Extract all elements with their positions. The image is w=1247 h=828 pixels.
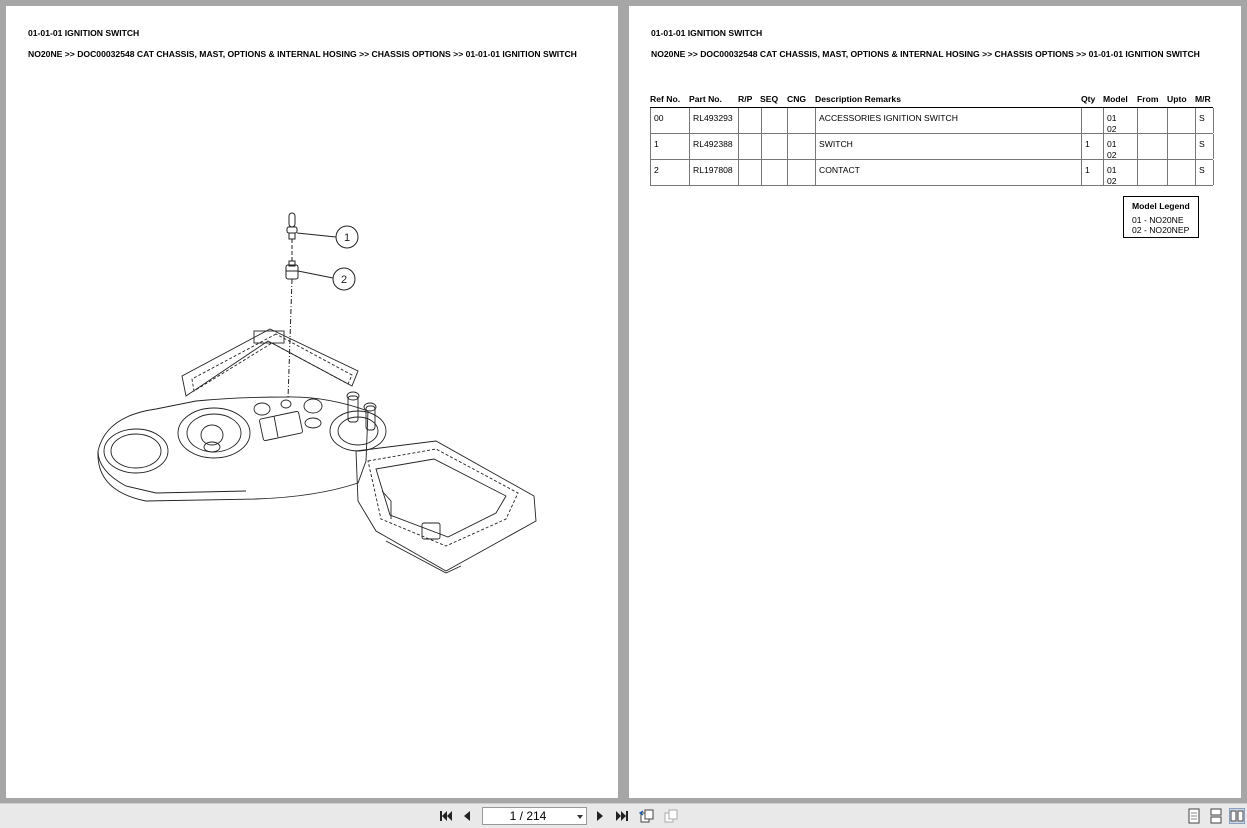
col-ref-no: Ref No. (650, 94, 681, 104)
cell-part: RL492388 (690, 134, 739, 159)
contact-part (285, 260, 299, 280)
forward-view-icon[interactable] (663, 808, 679, 824)
cell-rp (739, 160, 762, 185)
col-part-no: Part No. (689, 94, 722, 104)
back-view-icon[interactable] (639, 808, 655, 824)
cell-qty: 1 (1082, 134, 1104, 159)
callout-2: 2 (341, 274, 347, 286)
cell-mr: S (1196, 134, 1214, 159)
cell-part: RL197808 (690, 160, 739, 185)
col-mr: M/R (1195, 94, 1211, 104)
cell-from (1138, 108, 1168, 133)
left-page: 01-01-01 IGNITION SWITCH NO20NE >> DOC00… (6, 6, 618, 798)
col-qty: Qty (1081, 94, 1096, 104)
cell-ref: 1 (651, 134, 690, 159)
cell-mr: S (1196, 108, 1214, 133)
col-description: Description Remarks (815, 94, 901, 104)
page-number-select[interactable]: 1 / 214 (482, 807, 587, 825)
model-code: 02 (1107, 175, 1117, 186)
chevron-down-icon (577, 815, 583, 819)
col-from: From (1137, 94, 1159, 104)
single-page-icon[interactable] (1186, 808, 1202, 824)
cell-upto (1168, 134, 1196, 159)
col-rp: R/P (738, 94, 753, 104)
col-upto: Upto (1167, 94, 1187, 104)
last-page-icon[interactable] (614, 808, 630, 824)
model-code: 02 (1107, 149, 1117, 160)
cell-from (1138, 134, 1168, 159)
col-model: Model (1103, 94, 1128, 104)
viewer-toolbar: 1 / 214 (0, 803, 1247, 828)
cell-description: SWITCH (816, 134, 1082, 159)
cell-ref: 2 (651, 160, 690, 185)
cell-description: ACCESSORIES IGNITION SWITCH (816, 108, 1082, 133)
cell-upto (1168, 160, 1196, 185)
page-indicator: 1 / 214 (509, 809, 547, 823)
prev-page-icon[interactable] (459, 808, 475, 824)
cell-upto (1168, 108, 1196, 133)
exploded-diagram: 1 2 (97, 212, 537, 574)
cell-mr: S (1196, 160, 1214, 185)
parts-table: Ref No. Part No. R/P SEQ CNG Description… (650, 93, 1214, 186)
table-header: Ref No. Part No. R/P SEQ CNG Description… (650, 93, 1213, 108)
cell-description: CONTACT (816, 160, 1082, 185)
next-page-icon[interactable] (592, 808, 608, 824)
cell-rp (739, 134, 762, 159)
legend-item: 02 - NO20NEP (1132, 225, 1190, 235)
col-cng: CNG (787, 94, 807, 104)
col-seq: SEQ (760, 94, 779, 104)
legend-item: 01 - NO20NE (1132, 215, 1184, 225)
cell-from (1138, 160, 1168, 185)
table-row: 00 RL493293 ACCESSORIES IGNITION SWITCH … (650, 108, 1214, 134)
breadcrumb: NO20NE >> DOC00032548 CAT CHASSIS, MAST,… (28, 49, 577, 59)
console-body (97, 328, 537, 574)
callout-1: 1 (344, 232, 350, 244)
cell-cng (788, 108, 816, 133)
model-code: 01 (1107, 165, 1117, 175)
cell-seq (762, 134, 788, 159)
model-code: 02 (1107, 123, 1117, 134)
first-page-icon[interactable] (438, 808, 454, 824)
model-code: 01 (1107, 139, 1117, 149)
two-page-icon[interactable] (1229, 808, 1245, 824)
model-legend: Model Legend 01 - NO20NE 02 - NO20NEP (1123, 196, 1199, 238)
page-title: 01-01-01 IGNITION SWITCH (28, 28, 140, 38)
cell-qty: 1 (1082, 160, 1104, 185)
legend-title: Model Legend (1132, 201, 1190, 211)
key-part (286, 212, 298, 240)
cell-seq (762, 160, 788, 185)
right-page: 01-01-01 IGNITION SWITCH NO20NE >> DOC00… (629, 6, 1241, 798)
model-code: 01 (1107, 113, 1117, 123)
cell-part: RL493293 (690, 108, 739, 133)
cell-ref: 00 (651, 108, 690, 133)
continuous-page-icon[interactable] (1208, 808, 1224, 824)
page-title-right: 01-01-01 IGNITION SWITCH (651, 28, 763, 38)
cell-cng (788, 134, 816, 159)
cell-rp (739, 108, 762, 133)
breadcrumb-right: NO20NE >> DOC00032548 CAT CHASSIS, MAST,… (651, 49, 1200, 59)
cell-qty (1082, 108, 1104, 133)
cell-seq (762, 108, 788, 133)
cell-cng (788, 160, 816, 185)
